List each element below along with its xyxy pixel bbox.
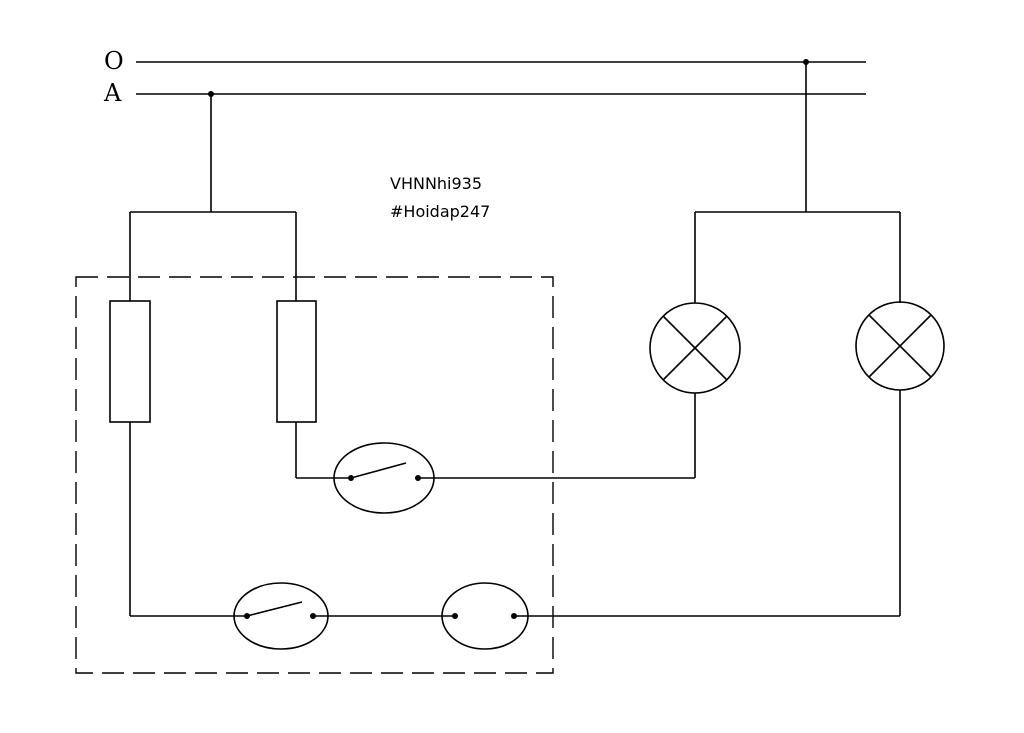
lamp-1-cross-b (662, 315, 728, 381)
switch-1-blade (350, 462, 407, 479)
fuse-2 (276, 300, 317, 423)
switch-2-contact-left (244, 613, 250, 619)
lamp-2 (855, 301, 945, 391)
switch-2-blade (246, 601, 303, 617)
watermark-line-1: VHNNhi935 (390, 174, 482, 193)
fuse-1 (109, 300, 151, 423)
electrical-panel-boundary (75, 276, 554, 674)
socket-contact-left (452, 613, 458, 619)
rail-label-a: A (103, 79, 122, 107)
lamp-2-cross-b (868, 314, 932, 378)
watermark-line-2: #Hoidap247 (390, 202, 490, 221)
rail-label-o: O (104, 47, 124, 75)
switch-1-contact-left (348, 475, 354, 481)
lamp-1 (649, 302, 741, 394)
